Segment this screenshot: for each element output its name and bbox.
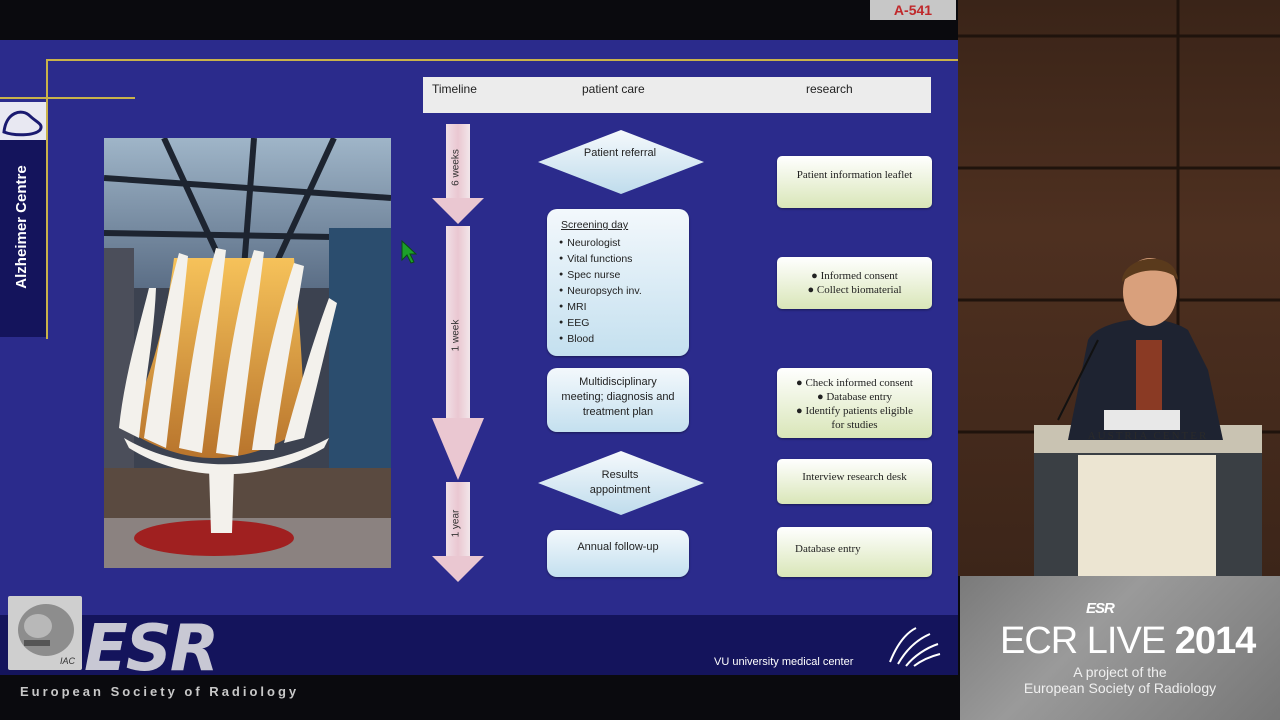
slide-short-rule (0, 97, 135, 99)
interview-box: Interview research desk (777, 459, 932, 504)
esr-full-name: European Society of Radiology (20, 684, 300, 699)
institution-label: VU university medical center (714, 656, 854, 668)
mouse-pointer-icon (401, 240, 417, 264)
header-patient-care: patient care (582, 82, 645, 96)
list-item: MRI (559, 299, 689, 315)
side-label: Alzheimer Centre (13, 165, 30, 289)
followup-box: Annual follow-up (547, 530, 689, 577)
session-code-badge: A-541 (870, 0, 956, 20)
timeline-arrow-3 (446, 482, 470, 558)
list-item: Vital functions (559, 251, 689, 267)
list-item: ● Identify patients eligible for studies (796, 405, 913, 431)
ecr-title-year: 2014 (1174, 620, 1257, 662)
timeline-arrow-2 (446, 226, 470, 420)
atrium-photo (104, 138, 391, 568)
leaflet-label: Patient information leaflet (796, 169, 913, 181)
arrow-head-3 (432, 556, 484, 582)
consent-box: ● Informed consent ● Collect biomaterial (777, 257, 932, 309)
ecr-subtitle-line-1: A project of the (1073, 664, 1167, 680)
slide-top-rule (46, 59, 958, 61)
timeline-label-6-weeks: 6 weeks (450, 149, 462, 186)
ecr-title-text: ECR LIVE (1000, 620, 1166, 662)
list-item: Neurologist (559, 235, 689, 251)
results-label: Results appointment (589, 469, 651, 496)
ecr-subtitle-line-2: European Society of Radiology (1023, 680, 1217, 696)
timeline-arrow-1 (446, 124, 470, 200)
timeline-label-1-week: 1 week (450, 319, 462, 352)
list-item: Blood (559, 331, 689, 347)
header-timeline: Timeline (432, 82, 477, 96)
list-item: ● Informed consent (811, 270, 898, 282)
screening-day-box: Screening day Neurologist Vital function… (547, 209, 689, 356)
iac-logo: IAC (8, 596, 82, 670)
esr-logo-letters: ESR (84, 612, 219, 686)
consent-text: ● Informed consent ● Collect biomaterial (777, 257, 932, 297)
arrow-head-1 (432, 198, 484, 224)
results-diamond (538, 451, 704, 515)
referral-diamond (538, 130, 704, 194)
database-label: Database entry (795, 543, 861, 555)
ecr-live-title: ECR LIVE 2014 (1000, 620, 1257, 663)
podium-sign: AUSTRIA CENTER (1087, 430, 1209, 442)
mdm-box: Multidisciplinary meeting; diagnosis and… (547, 368, 689, 432)
interview-label: Interview research desk (802, 471, 907, 483)
alzheimer-logo (0, 102, 46, 140)
list-item: ● Check informed consent (796, 377, 913, 389)
list-item: ● Database entry (816, 391, 893, 403)
list-item: EEG (559, 315, 689, 331)
check-box: ● Check informed consent ● Database entr… (777, 368, 932, 438)
referral-label: Patient referral (583, 147, 657, 159)
screening-list: Neurologist Vital functions Spec nurse N… (547, 235, 689, 347)
header-research: research (806, 82, 853, 96)
check-text: ● Check informed consent ● Database entr… (777, 368, 932, 432)
mdm-label: Multidisciplinary meeting; diagnosis and… (561, 376, 675, 418)
list-item: Spec nurse (559, 267, 689, 283)
leaflet-box: Patient information leaflet (777, 156, 932, 208)
iac-label: IAC (60, 656, 76, 666)
list-item: ● Collect biomaterial (807, 284, 902, 296)
side-label-bar (0, 140, 48, 337)
vu-logo-icon (889, 627, 941, 667)
speaker-video: AUSTRIA CENTER (958, 0, 1280, 576)
table-header (423, 77, 931, 113)
arrow-head-2 (432, 418, 484, 480)
list-item: Neuropsych inv. (559, 283, 689, 299)
ecr-live-panel (960, 576, 1280, 720)
slide-footer-bar (0, 615, 958, 675)
followup-label: Annual follow-up (577, 541, 659, 553)
database-box: Database entry (777, 527, 932, 577)
screening-title: Screening day (561, 219, 629, 231)
ecr-esr-mark: ESR (1086, 600, 1115, 617)
timeline-label-1-year: 1 year (450, 509, 462, 538)
